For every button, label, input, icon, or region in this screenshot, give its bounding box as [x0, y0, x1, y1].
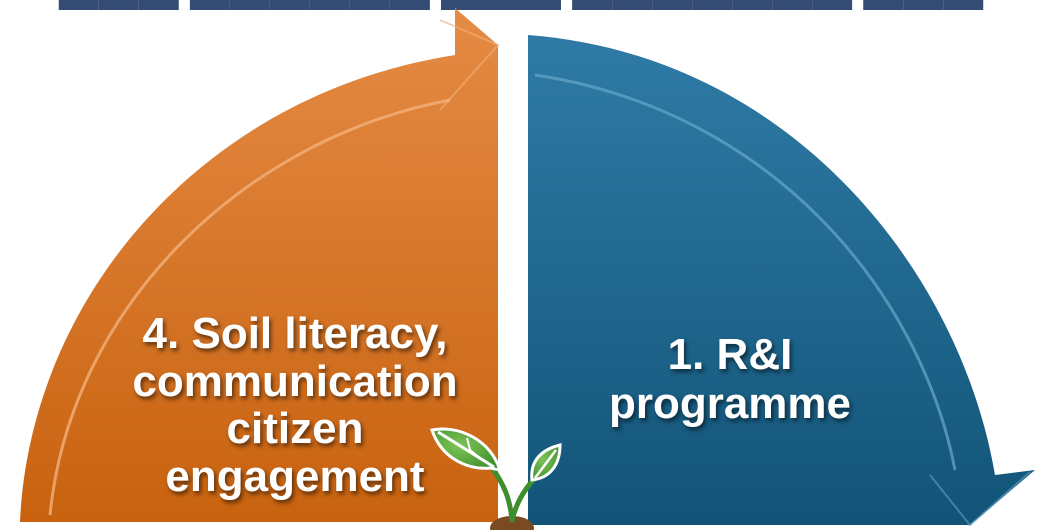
- seedling-icon: [430, 427, 562, 530]
- segment-4-label: 4. Soil literacy, communication citizen …: [110, 310, 480, 500]
- segment-1-line-1: 1. R&I: [667, 330, 793, 379]
- segment-4-line-3: citizen: [226, 404, 364, 454]
- right-arrow-segment: [528, 35, 1035, 527]
- segment-1-line-2: programme: [608, 379, 852, 429]
- cropped-title: ▬▬▬ ▬▬▬▬▬▬ ▬▬▬ ▬▬▬▬▬▬▬ ▬▬▬: [59, 0, 983, 19]
- left-arrow-segment: [20, 8, 500, 522]
- segment-4-line-2: communication: [132, 356, 458, 406]
- segment-1-label: 1. R&I programme: [580, 330, 880, 429]
- segment-4-line-4: engagement: [165, 451, 425, 501]
- segment-4-line-1: 4. Soil literacy,: [142, 309, 448, 358]
